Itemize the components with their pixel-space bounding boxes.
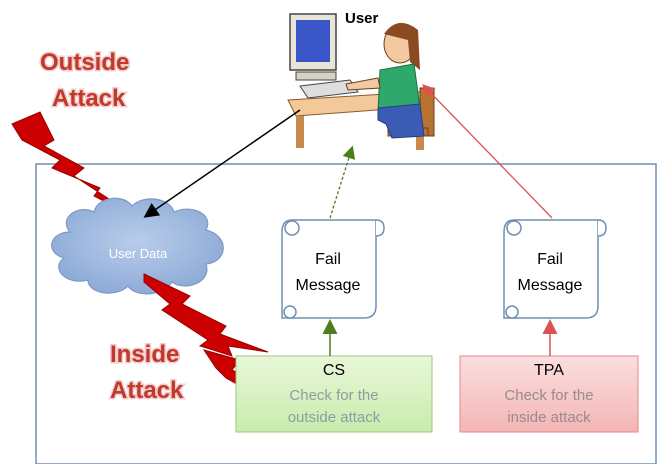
scroll-cs-line2: Message [296, 277, 361, 294]
scroll-tpa-line1: Fail [537, 251, 563, 268]
scroll-cs-line1: Fail [315, 251, 341, 268]
user-to-data-arrow [143, 109, 301, 218]
cs-box-line1: Check for the [289, 387, 378, 404]
user-computer-icon [287, 13, 435, 150]
inside-attack-label-line2: Attack [110, 377, 184, 404]
scroll-to-user-red-arrow [422, 84, 553, 219]
system-boundary [35, 163, 657, 464]
scroll-tpa-line2: Message [518, 277, 583, 294]
cs-box-title: CS [323, 362, 345, 379]
user-data-cloud [51, 197, 224, 295]
cs-box-line2: outside attack [288, 409, 381, 426]
scroll-to-user-green-arrow [329, 145, 356, 219]
fail-message-scroll-cs [281, 219, 385, 319]
inside-attack-label-line1: Inside [110, 341, 179, 368]
cs-box [235, 355, 433, 433]
outside-attack-label-line2: Attack [52, 85, 126, 112]
tpa-box [459, 355, 639, 433]
outside-attack-label-line1: Outside [40, 49, 129, 76]
tpa-box-title: TPA [534, 362, 564, 379]
fail-message-scroll-tpa [503, 219, 607, 319]
inside-attack-lightning-icon [143, 273, 269, 357]
user-label: User [345, 10, 379, 27]
cloud-label: User Data [109, 246, 168, 261]
tpa-box-line2: inside attack [507, 409, 591, 426]
tpa-box-line1: Check for the [504, 387, 593, 404]
